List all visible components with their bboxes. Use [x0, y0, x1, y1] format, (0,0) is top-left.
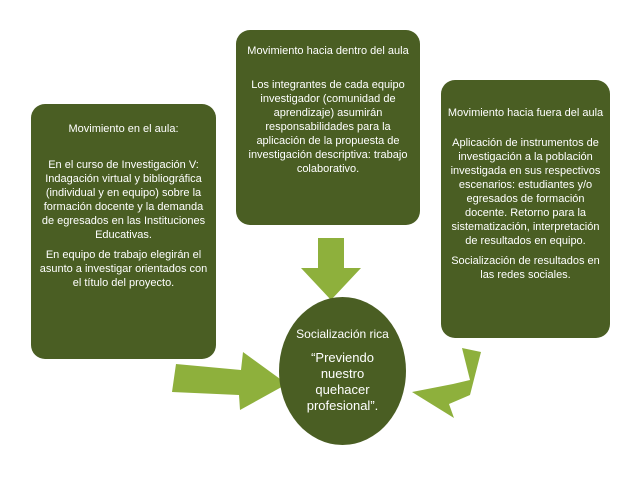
- right-box-title: Movimiento hacia fuera del aula: [447, 107, 604, 119]
- center-circle: Socialización rica “Previendo nuestro qu…: [279, 297, 406, 445]
- top-box: Movimiento hacia dentro del aula Los int…: [236, 30, 420, 225]
- left-box-paragraph: En equipo de trabajo elegirán el asunto …: [39, 249, 208, 289]
- left-box-paragraph: En el curso de Investigación V: Indagaci…: [41, 159, 206, 241]
- arrow-right: [172, 352, 287, 410]
- right-box-paragraph: Socialización de resultados en las redes…: [451, 255, 600, 281]
- top-box-title: Movimiento hacia dentro del aula: [247, 45, 409, 57]
- arrow-down: [301, 238, 361, 300]
- left-box: Movimiento en el aula: En el curso de In…: [31, 104, 216, 359]
- right-box: Movimiento hacia fuera del aula Aplicaci…: [441, 80, 610, 338]
- left-box-title: Movimiento en el aula:: [68, 123, 179, 135]
- center-circle-quote: “Previendo nuestro quehacer profesional”…: [306, 350, 379, 413]
- arrow-left: [412, 348, 481, 418]
- center-circle-title: Socialización rica: [296, 327, 389, 341]
- top-box-paragraph: Los integrantes de cada equipo investiga…: [248, 79, 408, 175]
- right-box-paragraph: Aplicación de instrumentos de investigac…: [450, 137, 601, 247]
